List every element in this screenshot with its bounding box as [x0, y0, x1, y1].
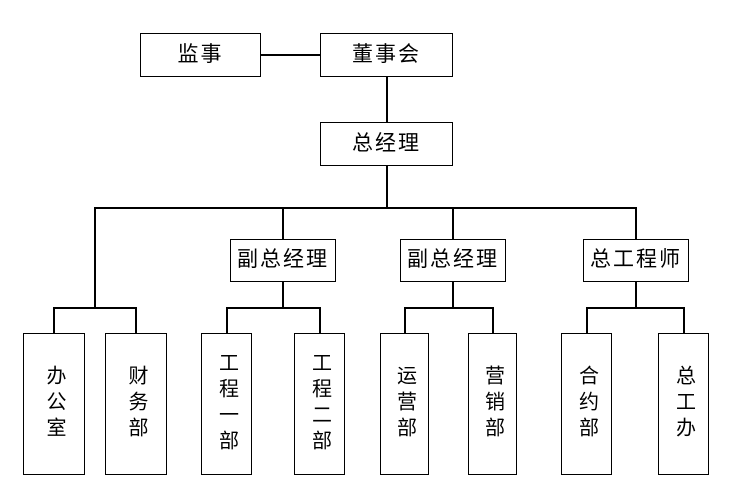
connector-general-manager-drop	[386, 166, 388, 209]
connector-bus-drop-admin-branch	[94, 207, 96, 308]
node-general-manager-label: 总经理	[352, 131, 421, 155]
connector-chief-engineer-bus	[586, 307, 684, 309]
connector-deputy-gm-2-drop	[452, 282, 454, 308]
connector-supervisor-to-board	[261, 54, 320, 56]
node-office[interactable]: 办公室	[23, 333, 85, 475]
node-finance-department-label: 财务部	[125, 365, 147, 443]
node-board-of-directors[interactable]: 董事会	[320, 33, 453, 77]
connector-deputy-gm-1-drop	[282, 282, 284, 308]
node-marketing-department-label: 营销部	[481, 365, 504, 443]
connector-chief-engineer-drop	[635, 282, 637, 308]
connector-branch-to-chief-engineer-office	[683, 307, 685, 333]
node-deputy-general-manager-2[interactable]: 副总经理	[400, 239, 506, 282]
connector-bus-drop-chief-engineer	[635, 207, 637, 239]
connector-branch-to-office	[53, 307, 55, 333]
node-general-manager[interactable]: 总经理	[320, 122, 453, 166]
node-operations-department-label: 运营部	[393, 365, 416, 443]
connector-branch-to-contract	[586, 307, 588, 333]
node-engineering-department-2[interactable]: 工程二部	[294, 333, 345, 475]
node-operations-department[interactable]: 运营部	[380, 333, 429, 475]
node-chief-engineer-office-label: 总工办	[672, 365, 695, 443]
node-finance-department[interactable]: 财务部	[105, 333, 167, 475]
node-engineering-department-1-label: 工程一部	[215, 352, 238, 456]
connector-bus-drop-deputy-gm-1	[282, 207, 284, 239]
node-contract-department[interactable]: 合约部	[561, 333, 612, 475]
node-office-label: 办公室	[43, 365, 65, 443]
connector-level3-bus	[94, 207, 636, 209]
node-chief-engineer-label: 总工程师	[590, 248, 682, 272]
connector-board-to-general-manager	[386, 77, 388, 122]
connector-bus-drop-deputy-gm-2	[452, 207, 454, 239]
node-supervisor-label: 监事	[177, 42, 224, 66]
node-chief-engineer-office[interactable]: 总工办	[658, 333, 709, 475]
connector-deputy-gm-1-bus	[226, 307, 321, 309]
connector-admin-branch-bus	[53, 307, 136, 309]
connector-branch-to-marketing	[492, 307, 494, 333]
node-deputy-general-manager-2-label: 副总经理	[407, 248, 499, 272]
node-board-of-directors-label: 董事会	[352, 42, 421, 66]
node-contract-department-label: 合约部	[575, 365, 598, 443]
node-deputy-general-manager-1-label: 副总经理	[237, 248, 329, 272]
connector-branch-to-engineering-1	[226, 307, 228, 333]
node-deputy-general-manager-1[interactable]: 副总经理	[230, 239, 336, 282]
node-engineering-department-2-label: 工程二部	[308, 352, 331, 456]
connector-deputy-gm-2-bus	[404, 307, 493, 309]
node-chief-engineer[interactable]: 总工程师	[583, 239, 689, 282]
connector-branch-to-engineering-2	[319, 307, 321, 333]
node-marketing-department[interactable]: 营销部	[468, 333, 517, 475]
node-engineering-department-1[interactable]: 工程一部	[201, 333, 252, 475]
node-supervisor[interactable]: 监事	[140, 33, 261, 77]
connector-branch-to-finance	[135, 307, 137, 333]
connector-branch-to-operations	[404, 307, 406, 333]
